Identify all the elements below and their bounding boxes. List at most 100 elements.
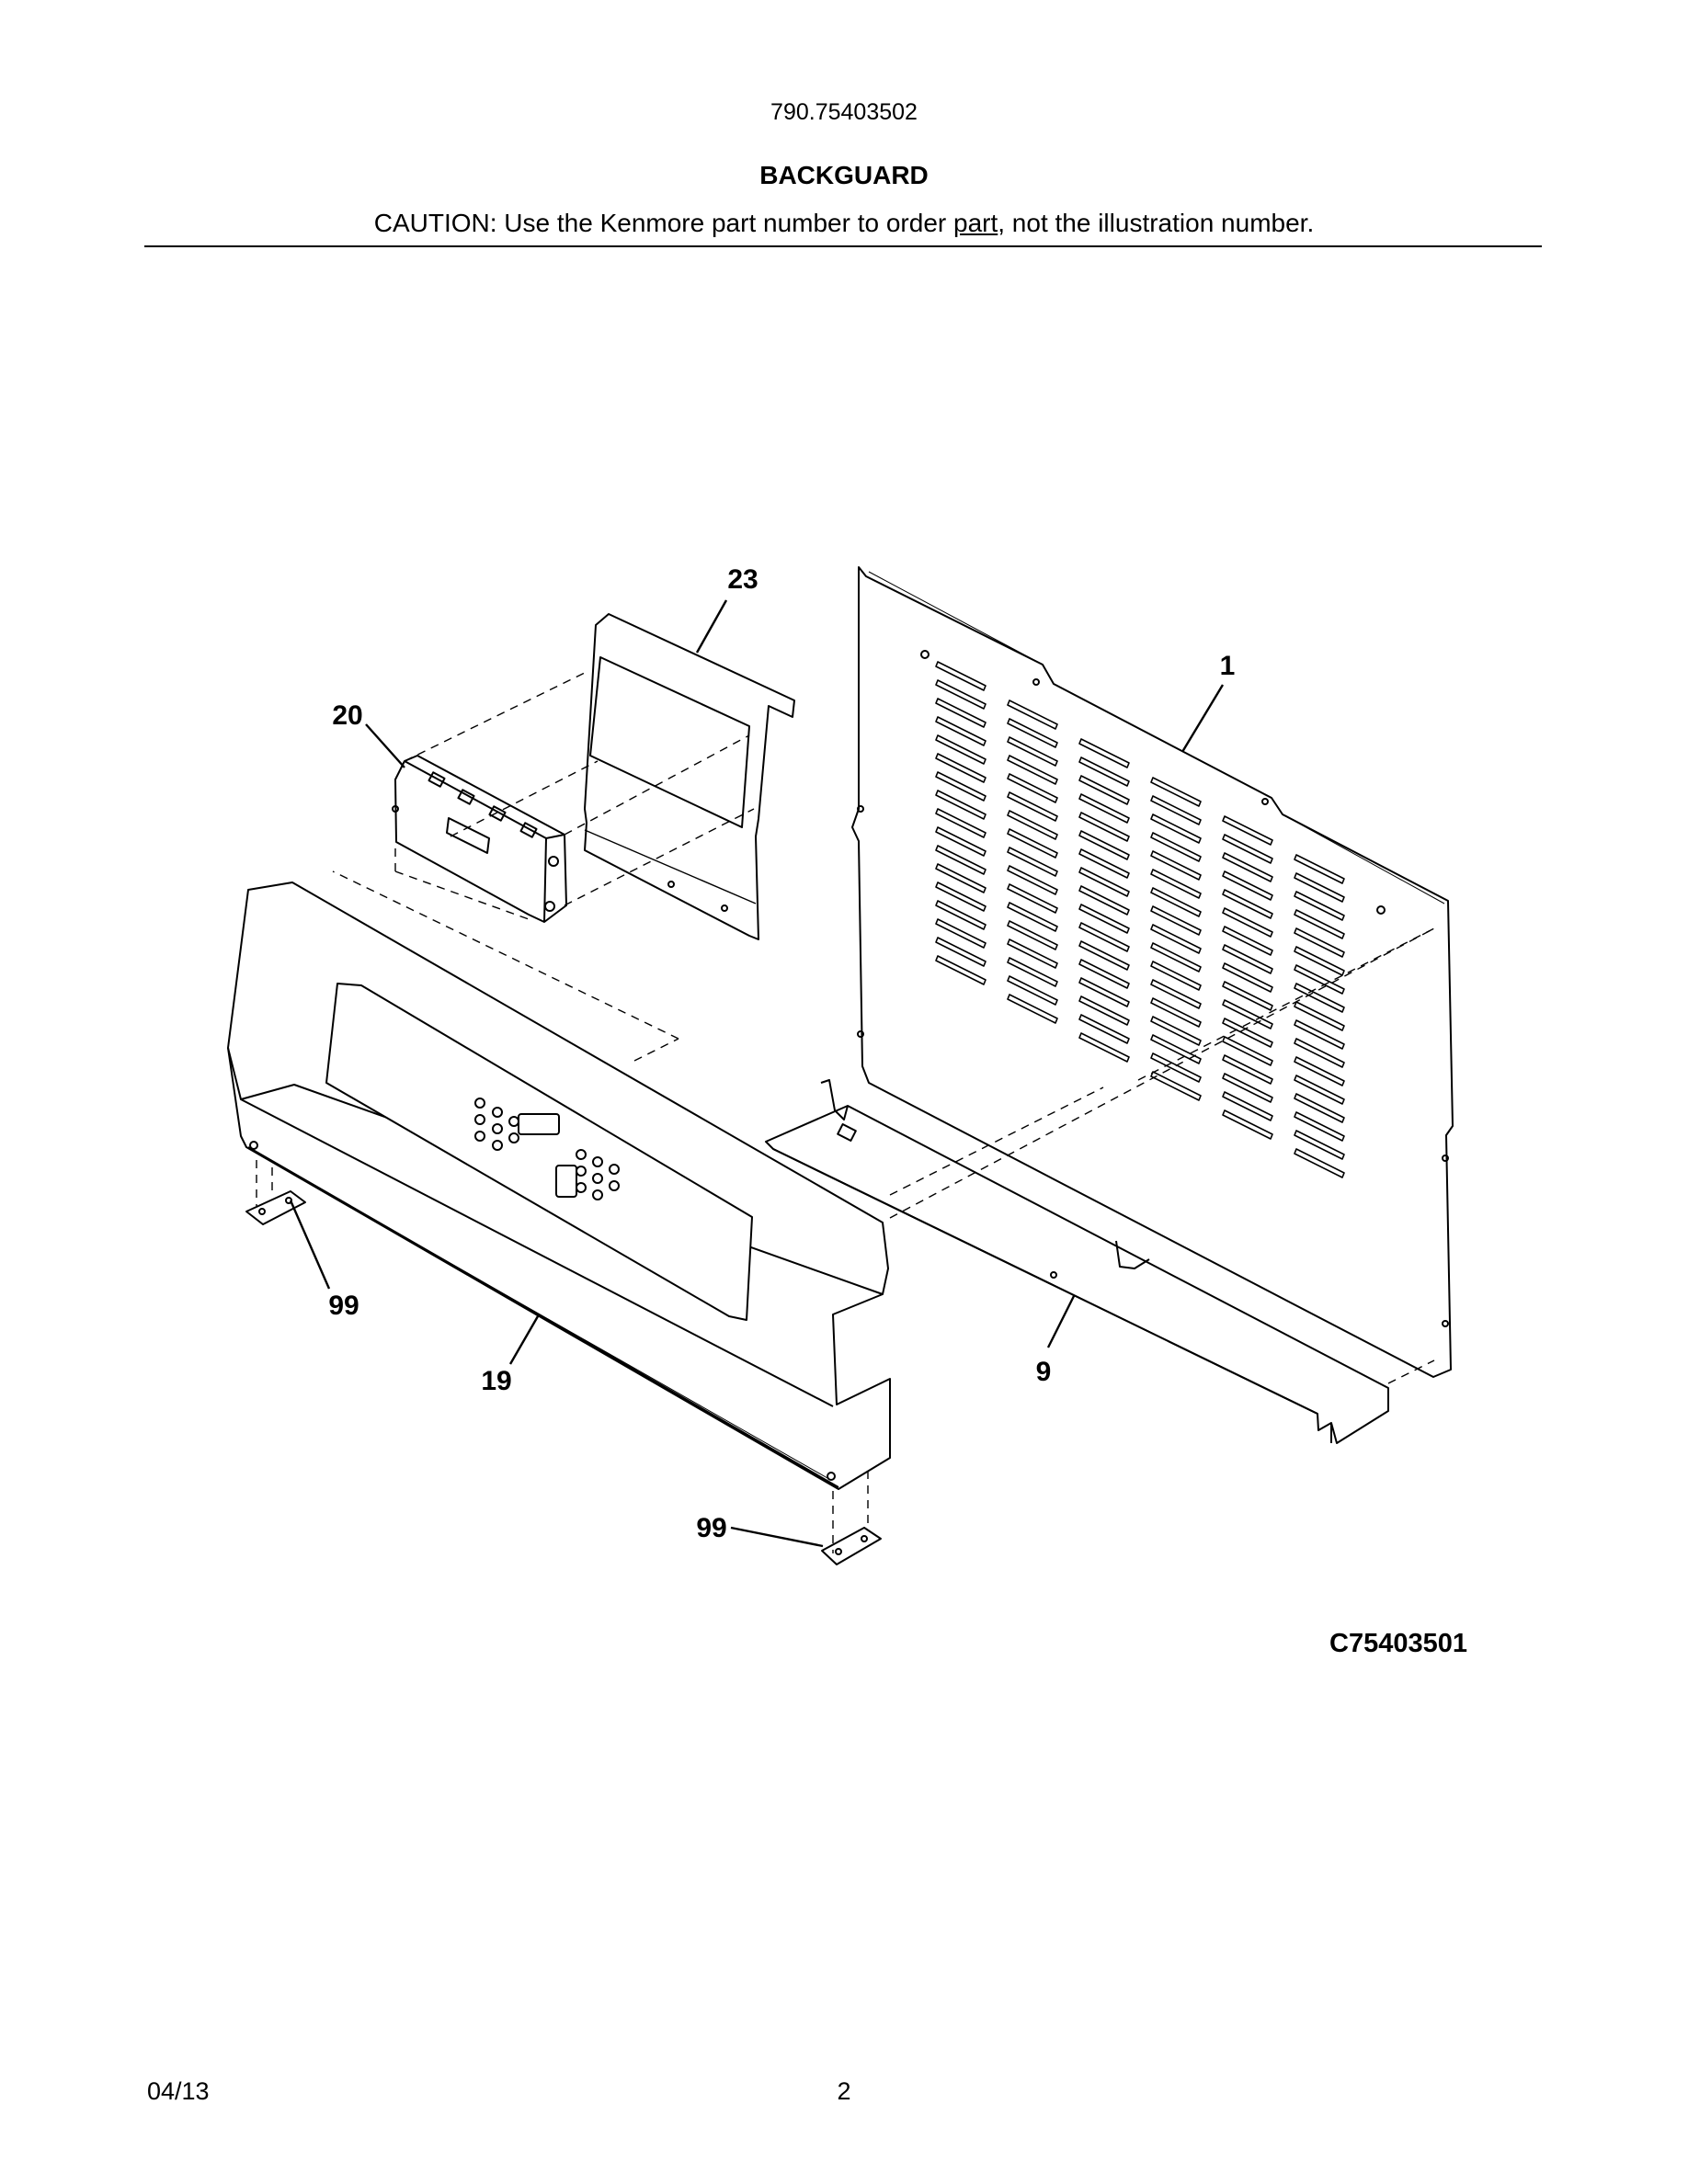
louvre-slot (1007, 865, 1058, 895)
louvre-slot (935, 955, 987, 985)
louvre-slot (1078, 738, 1130, 768)
louvre-slot (1150, 795, 1202, 825)
mounting-bracket-part-99-left (245, 1190, 306, 1225)
callout-part-99-bottom: 99 (696, 1513, 726, 1543)
louvre-slot (1222, 815, 1273, 846)
louvre-slot (935, 918, 987, 949)
page-title: BACKGUARD (759, 161, 929, 189)
louvre-slot (1222, 962, 1273, 993)
figure-code: C75403501 (1329, 1629, 1467, 1658)
louvre-slot (1294, 1093, 1345, 1123)
louvre-slot (1078, 775, 1130, 805)
louvre-slot (1294, 1130, 1345, 1160)
alignment-lines (256, 670, 1435, 1553)
louvre-slot (935, 716, 987, 746)
caution-text-start: CAUTION: Use the Kenmore part number to … (373, 209, 953, 237)
louvre-slot (1007, 828, 1058, 859)
louvre-slot (1078, 1032, 1130, 1063)
louvre-slot (1007, 975, 1058, 1006)
louvre-slot (1222, 926, 1273, 956)
louvre-slot (1222, 1018, 1273, 1048)
louvre-slot (935, 753, 987, 783)
louvre-slot (1294, 946, 1345, 976)
louvre-slot (1078, 848, 1130, 879)
louvre-slot (1222, 907, 1273, 938)
louvre-slot (1078, 995, 1130, 1026)
louvre-slot (1222, 999, 1273, 1029)
louvre-slot (1222, 1036, 1273, 1066)
louvre-slot (935, 845, 987, 875)
control-board-part-20 (392, 755, 567, 923)
louvre-slot (1294, 1001, 1345, 1031)
louvre-slot (935, 661, 987, 691)
louvre-slot (935, 863, 987, 893)
louvre-slot (1078, 756, 1130, 787)
louvre-slot (1222, 870, 1273, 901)
louvre-slot (1150, 777, 1202, 807)
louvre-slot (935, 937, 987, 967)
louvre-slot (935, 790, 987, 820)
louvre-slot (1078, 867, 1130, 897)
louvre-slot (935, 900, 987, 930)
louvre-slot (935, 882, 987, 912)
louvre-slot (1007, 847, 1058, 877)
louvre-slot (935, 808, 987, 838)
louvre-slot (1150, 1071, 1202, 1101)
louvre-slot (1294, 891, 1345, 921)
louvre-slot (1007, 700, 1058, 730)
louvre-slot (1294, 1038, 1345, 1068)
louvre-slot (1007, 920, 1058, 950)
louvre-slot (1150, 850, 1202, 881)
louvre-slot (1007, 791, 1058, 822)
louvre-slot (1007, 883, 1058, 914)
callout-part-99-left: 99 (328, 1291, 359, 1321)
louvre-slot (1078, 1014, 1130, 1044)
louvre-slot (1222, 1109, 1273, 1140)
louvre-slot (1007, 810, 1058, 840)
louvre-slot (1222, 1054, 1273, 1085)
louvre-slot (1078, 830, 1130, 860)
louvre-slot (935, 771, 987, 802)
louvre-slot (935, 679, 987, 710)
caution-underlined-word: part (953, 209, 998, 237)
header-rule (144, 245, 1542, 247)
caution-note: CAUTION: Use the Kenmore part number to … (0, 209, 1688, 238)
callout-part-19: 19 (481, 1366, 511, 1396)
louvre-slot (1007, 902, 1058, 932)
louvre-slot (1294, 854, 1345, 884)
console-part-19 (227, 882, 891, 1490)
rear-panel-louvres (935, 661, 1345, 1178)
page-number: 2 (837, 2077, 851, 2105)
louvre-slot (1150, 1052, 1202, 1083)
louvre-slot (1222, 834, 1273, 864)
louvre-slot (1150, 869, 1202, 899)
louvre-slot (1078, 904, 1130, 934)
louvre-slot (1150, 1034, 1202, 1064)
footer-date: 04/13 (147, 2077, 210, 2105)
louvre-slot (1294, 872, 1345, 903)
louvre-slot (935, 698, 987, 728)
louvre-slot (1150, 961, 1202, 991)
callout-part-1: 1 (1220, 651, 1236, 681)
louvre-slot (1078, 959, 1130, 989)
louvre-slot (1007, 994, 1058, 1024)
louvre-slot (1150, 887, 1202, 917)
louvre-slot (1294, 1019, 1345, 1050)
louvre-slot (1078, 977, 1130, 1007)
louvre-slot (1007, 957, 1058, 987)
louvre-slot (1222, 889, 1273, 919)
louvre-slot (1150, 832, 1202, 862)
louvre-slot (1222, 1091, 1273, 1121)
louvre-slot (1294, 1111, 1345, 1142)
mounting-bracket-part-99-bottom (821, 1527, 882, 1565)
louvre-slot (1078, 812, 1130, 842)
louvre-slot (935, 826, 987, 857)
louvre-slot (935, 734, 987, 765)
bottom-channel-part-9 (765, 1079, 1389, 1444)
louvre-slot (1222, 981, 1273, 1011)
louvre-slot (1078, 793, 1130, 824)
bracket-part-23 (584, 613, 795, 940)
louvre-slot (1007, 938, 1058, 969)
louvre-slot (1294, 1056, 1345, 1086)
callout-part-20: 20 (332, 700, 362, 731)
